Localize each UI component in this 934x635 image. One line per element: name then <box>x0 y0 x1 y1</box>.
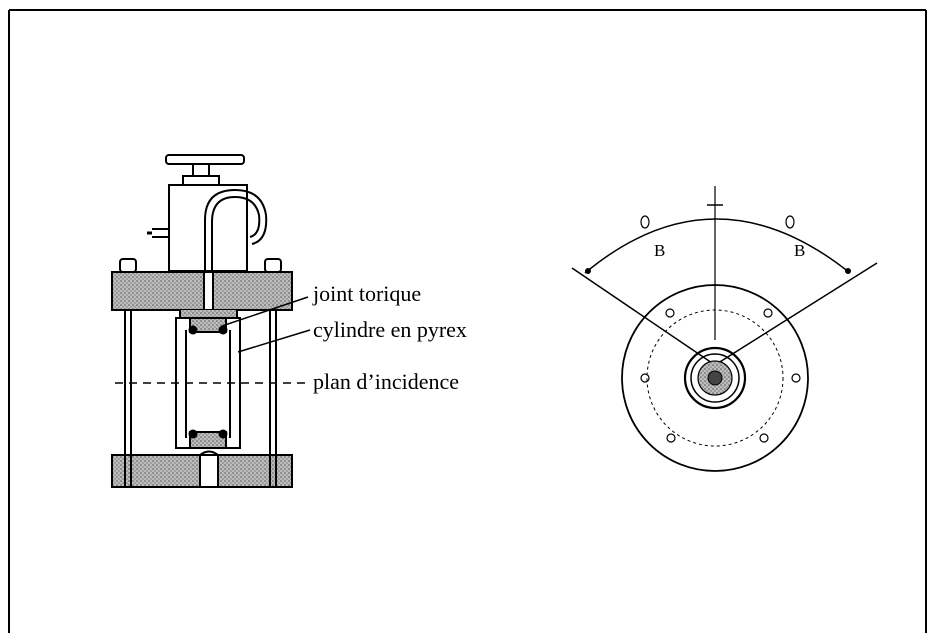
cell-top-view <box>571 186 878 472</box>
valve-knob <box>165 154 245 165</box>
label-angle-b-right: B <box>794 241 805 260</box>
figure-border <box>8 9 927 633</box>
label-joint-torique: joint torique <box>312 281 421 306</box>
angle-arc <box>584 218 851 274</box>
top-flange <box>111 271 293 311</box>
leader-cylindre <box>237 329 311 353</box>
o-ring <box>188 325 198 335</box>
cell-cross-section <box>111 154 311 488</box>
leader-joint <box>221 296 309 327</box>
label-angle-b-left: B <box>654 241 665 260</box>
label-plan-incidence: plan d’incidence <box>313 369 459 394</box>
center-cell-outer <box>683 346 747 410</box>
label-cylindre-pyrex: cylindre en pyrex <box>313 317 467 342</box>
valve-body <box>168 184 248 272</box>
gas-tube <box>204 188 268 300</box>
flange-outer-circle <box>621 284 809 472</box>
